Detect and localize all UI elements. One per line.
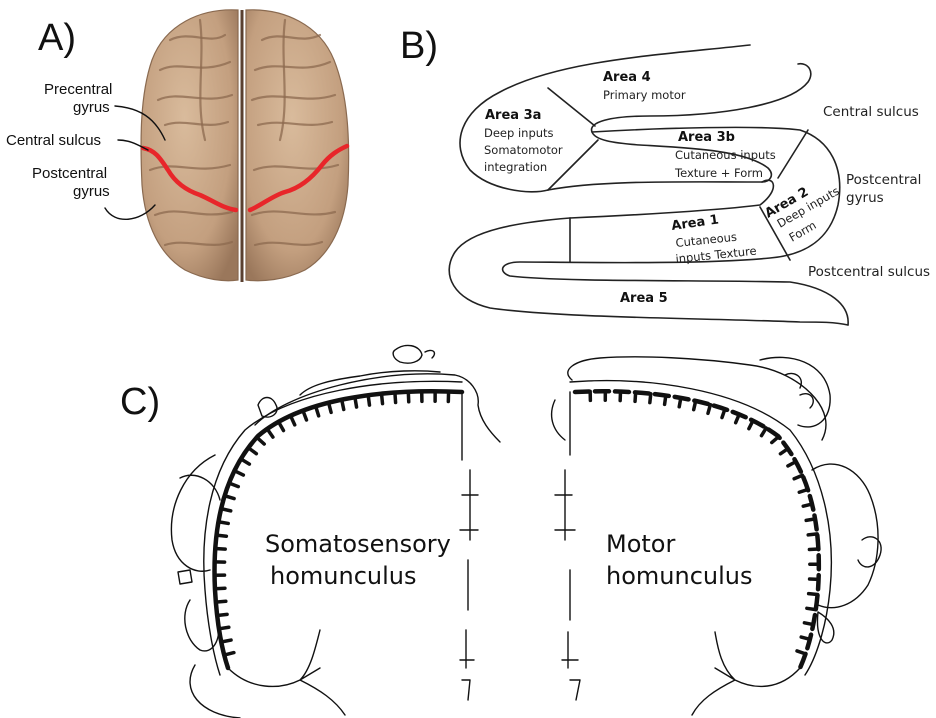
somatosensory-tick	[382, 394, 383, 404]
motor-tick	[801, 637, 810, 639]
motor-lower-branch	[692, 632, 800, 715]
somatosensory-tick	[267, 429, 273, 437]
area4-title: Area 4	[603, 70, 651, 85]
postcentral-label-1: Postcentral	[32, 165, 107, 182]
somatosensory-lower-branch	[228, 630, 345, 715]
somatosensory-tick	[342, 400, 344, 410]
cortex-fold-diagram	[449, 45, 848, 325]
motor-tick	[808, 534, 817, 535]
motor-tick	[794, 475, 802, 479]
somatosensory-tick	[221, 640, 231, 642]
motor-label-2: homunculus	[606, 562, 752, 590]
area3a-desc-2: Somatomotor	[484, 143, 563, 157]
brain-top-view	[141, 10, 349, 282]
panel-a-letter: A)	[38, 17, 76, 59]
motor-tick	[797, 651, 806, 654]
somatosensory-label-2: homunculus	[270, 562, 416, 590]
central-sulcus-b-label: Central sulcus	[823, 104, 919, 120]
motor-tick	[806, 519, 815, 521]
panel-b: B) Area 4 Primary motor Area 3a Deep inp…	[400, 25, 930, 325]
motor-tick	[679, 398, 681, 407]
somatosensory-tick	[279, 422, 284, 431]
somatosensory-tick	[291, 416, 295, 425]
divider-3a-4	[548, 88, 595, 126]
motor-tick	[665, 396, 666, 405]
motor-tick	[772, 437, 779, 443]
somatosensory-tick	[368, 395, 369, 405]
panel-a: A)	[6, 10, 349, 282]
somatosensory-hemisphere: Somatosensory homunculus	[171, 345, 500, 718]
motor-label-1: Motor	[606, 530, 675, 558]
somatosensory-tick	[395, 393, 396, 403]
somatosensory-tick	[219, 627, 229, 629]
left-hemisphere	[141, 10, 238, 281]
somatosensory-tick	[355, 397, 357, 407]
somatosensory-tick	[221, 509, 231, 511]
area3b-desc-2: Texture + Form	[674, 166, 763, 180]
area5-title: Area 5	[620, 291, 668, 306]
somatosensory-tick	[329, 403, 331, 413]
somatosensory-label-1: Somatosensory	[265, 530, 451, 558]
right-hemisphere	[246, 10, 349, 281]
somatosensory-tick	[216, 535, 226, 536]
precentral-label-1: Precentral	[44, 81, 112, 98]
motor-tick	[788, 462, 796, 466]
motor-ticks	[590, 391, 819, 654]
somatosensory-outer-outline	[204, 381, 462, 675]
motor-tick	[809, 594, 818, 595]
somatosensory-tick	[217, 614, 227, 615]
panel-c: C)	[120, 345, 881, 718]
motor-tick	[804, 623, 813, 625]
postcentral-sulcus-b-label: Postcentral sulcus	[808, 264, 930, 280]
central-sulcus-label: Central sulcus	[6, 132, 101, 149]
motor-tick	[780, 449, 787, 454]
panel-b-letter: B)	[400, 25, 438, 67]
area3a-desc-1: Deep inputs	[484, 126, 554, 140]
area1-title: Area 1	[670, 212, 719, 233]
motor-tick	[761, 428, 766, 436]
precentral-label-2: gyrus	[73, 99, 110, 116]
postcentral-label-2: gyrus	[73, 183, 110, 200]
motor-hemisphere: Motor homunculus	[552, 357, 882, 715]
motor-homunculus-figure	[552, 357, 882, 643]
somatosensory-tick	[234, 471, 243, 475]
motor-tick	[694, 401, 696, 410]
motor-tick	[635, 392, 636, 401]
somatosensory-tick	[218, 522, 228, 524]
somatosensory-tick	[241, 459, 250, 464]
area3a-desc-3: integration	[484, 160, 547, 174]
somatosensory-midline	[460, 392, 478, 700]
motor-tick	[749, 421, 753, 429]
somatosensory-tick	[257, 437, 264, 444]
motor-tick	[807, 608, 816, 609]
postcentral-gyrus-b-label-1: Postcentral	[846, 172, 921, 188]
motor-tick	[803, 504, 812, 506]
somatosensory-tick	[224, 653, 234, 656]
area3b-desc-1: Cutaneous inputs	[675, 148, 776, 162]
divider-3b-2	[778, 130, 808, 178]
somatosensory-tick	[229, 483, 238, 487]
area4-desc: Primary motor	[603, 88, 686, 102]
motor-midline	[555, 392, 580, 700]
inner-sulcus-loop	[570, 180, 773, 218]
somatosensory-tick	[248, 448, 256, 454]
motor-tick	[736, 414, 739, 422]
postcentral-gyrus-b-label-2: gyrus	[846, 190, 884, 206]
area3b-title: Area 3b	[678, 130, 735, 145]
somatosensory-tick	[216, 601, 226, 602]
motor-tick	[650, 394, 651, 403]
motor-tick	[708, 405, 710, 414]
somatosensory-tick	[303, 411, 307, 420]
motor-outer-outline	[570, 381, 831, 675]
somatosensory-tick	[215, 548, 225, 549]
panel-c-letter: C)	[120, 381, 160, 423]
area3a-title: Area 3a	[485, 108, 541, 123]
somatosensory-ticks	[215, 391, 449, 655]
